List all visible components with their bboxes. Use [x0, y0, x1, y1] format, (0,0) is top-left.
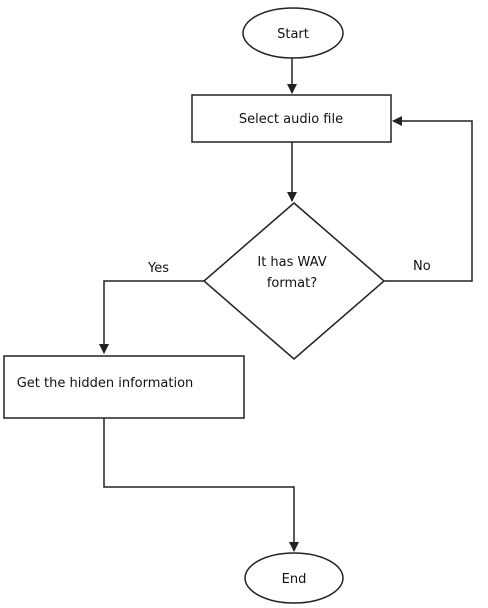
start-node: Start: [242, 7, 344, 59]
end-label: End: [282, 572, 307, 587]
edge-yes-branch: [99, 280, 204, 354]
decision-label-line2: format?: [267, 276, 317, 291]
wav-format-decision-node: It has WAV format?: [202, 202, 386, 360]
select-audio-file-label: Select audio file: [239, 112, 343, 127]
edge-getinfo-to-end: [103, 418, 299, 552]
decision-label-line1: It has WAV: [257, 255, 326, 270]
yes-label: Yes: [147, 261, 169, 276]
get-hidden-information-node: Get the hidden information: [3, 355, 245, 419]
get-hidden-information-label: Get the hidden information: [17, 376, 194, 391]
start-label: Start: [277, 27, 309, 42]
no-label: No: [413, 259, 431, 274]
end-node: End: [244, 552, 344, 604]
select-audio-file-node: Select audio file: [191, 94, 392, 143]
edge-no-loop: [384, 116, 473, 282]
